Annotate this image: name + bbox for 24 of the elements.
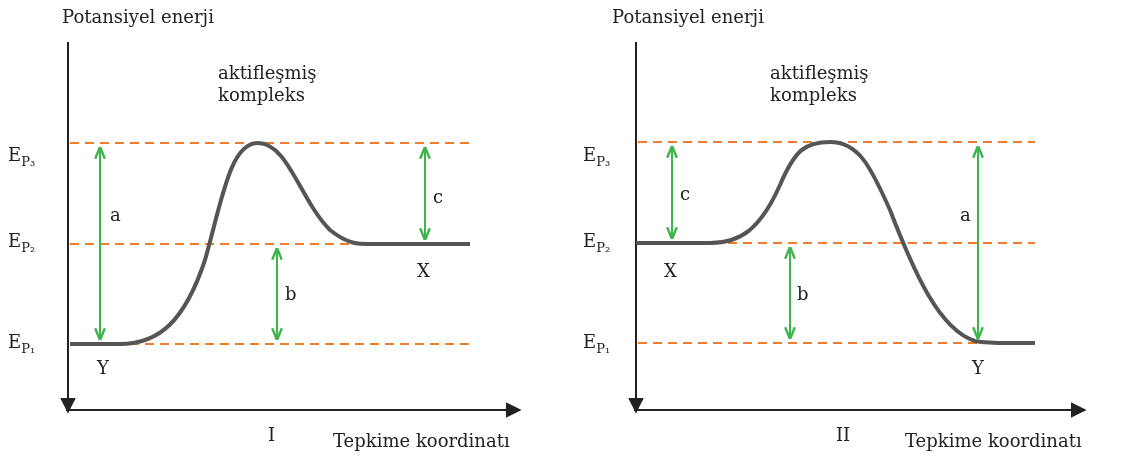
measure-label: b xyxy=(797,283,809,305)
axis-title: Potansiyel enerji xyxy=(612,6,764,28)
energy-level-label: E$_{P₃}$ xyxy=(8,144,36,171)
measure-label: a xyxy=(110,204,121,226)
measure-label: c xyxy=(433,186,444,208)
energy-level-label: E$_{P₂}$ xyxy=(8,230,36,257)
measure-label: b xyxy=(285,283,297,305)
axis-title: Tepkime koordinatı xyxy=(333,430,510,452)
energy-level-label: E$_{P₁}$ xyxy=(583,331,611,358)
measure-label: c xyxy=(680,183,691,205)
point-label: Y xyxy=(97,357,109,379)
energy-level-label: E$_{P₃}$ xyxy=(583,144,611,171)
point-label: Y xyxy=(972,357,984,379)
graph-number: II xyxy=(836,424,851,446)
axis-title: Tepkime koordinatı xyxy=(905,430,1082,452)
point-label: X xyxy=(417,260,430,282)
point-label: X xyxy=(664,260,677,282)
energy-level-label: E$_{P₁}$ xyxy=(8,331,36,358)
axis-title: Potansiyel enerji xyxy=(62,6,214,28)
peak-label: aktifleşmiş kompleks xyxy=(218,62,318,106)
graph-number: I xyxy=(268,424,276,446)
measure-label: a xyxy=(960,204,971,226)
energy-level-label: E$_{P₂}$ xyxy=(583,230,611,257)
peak-label: aktifleşmiş kompleks xyxy=(770,62,870,106)
